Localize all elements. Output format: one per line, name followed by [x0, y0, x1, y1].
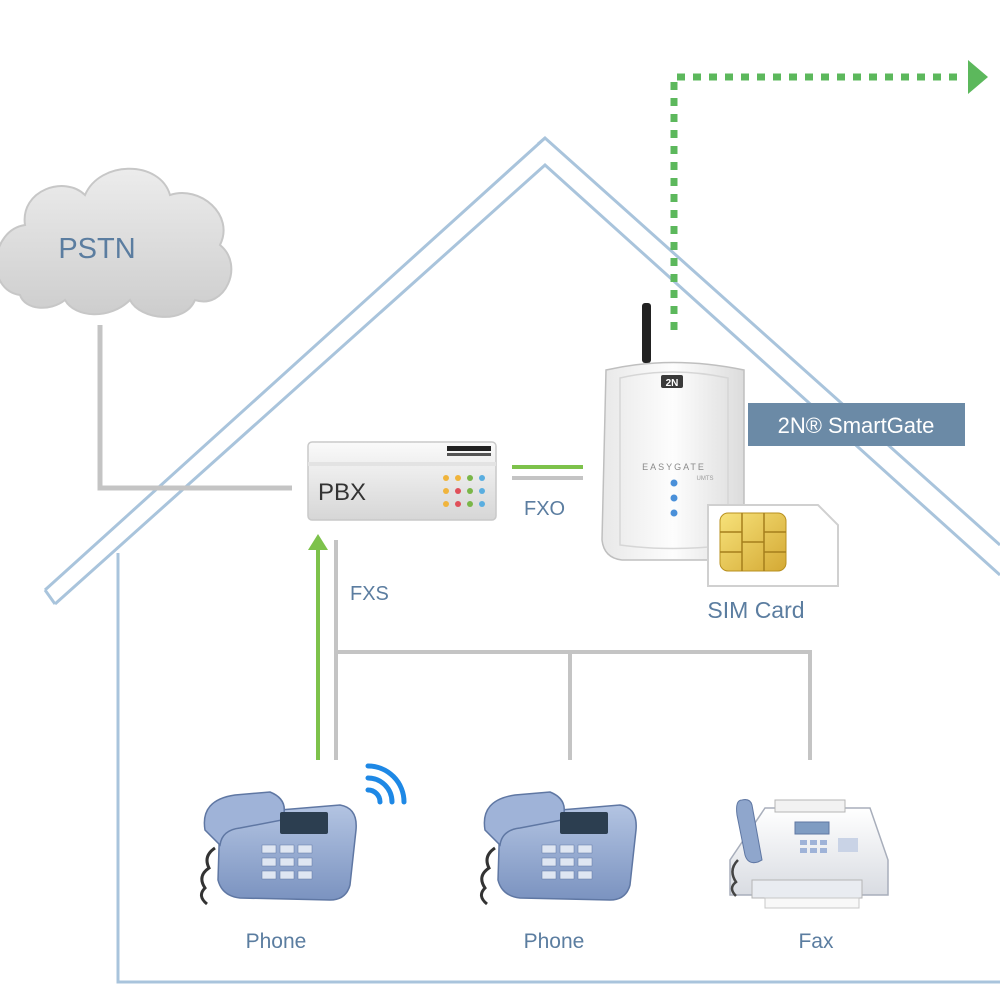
smartgate-label: 2N® SmartGate [778, 413, 935, 438]
fax-icon [729, 799, 889, 909]
phone-2-icon [480, 791, 637, 906]
phone-1-icon [200, 791, 357, 906]
pbx-label: PBX [318, 479, 366, 506]
wireless-icon [365, 763, 407, 805]
phone-1-label: Phone [246, 930, 307, 953]
fxo-label: FXO [524, 498, 565, 520]
sim-card-label: SIM Card [707, 597, 804, 623]
pstn-cloud [0, 167, 233, 318]
pbx-device [307, 441, 497, 521]
pstn-wire [97, 325, 292, 491]
device-brand-logo: 2N [666, 378, 679, 389]
pstn-label: PSTN [58, 233, 135, 265]
phone-2-label: Phone [524, 930, 585, 953]
fxs-wiring [308, 534, 812, 760]
device-model-logo: EASYGATE [642, 462, 706, 472]
fxs-label: FXS [350, 583, 389, 605]
antenna [642, 303, 651, 363]
sim-card [707, 504, 839, 587]
fax-label: Fax [798, 930, 834, 953]
pbx-led-grid [443, 475, 485, 507]
device-submodel-logo: UMTS [697, 476, 714, 482]
smartgate-badge: 2N® SmartGate [748, 403, 965, 446]
mobile-network-path [670, 60, 988, 330]
